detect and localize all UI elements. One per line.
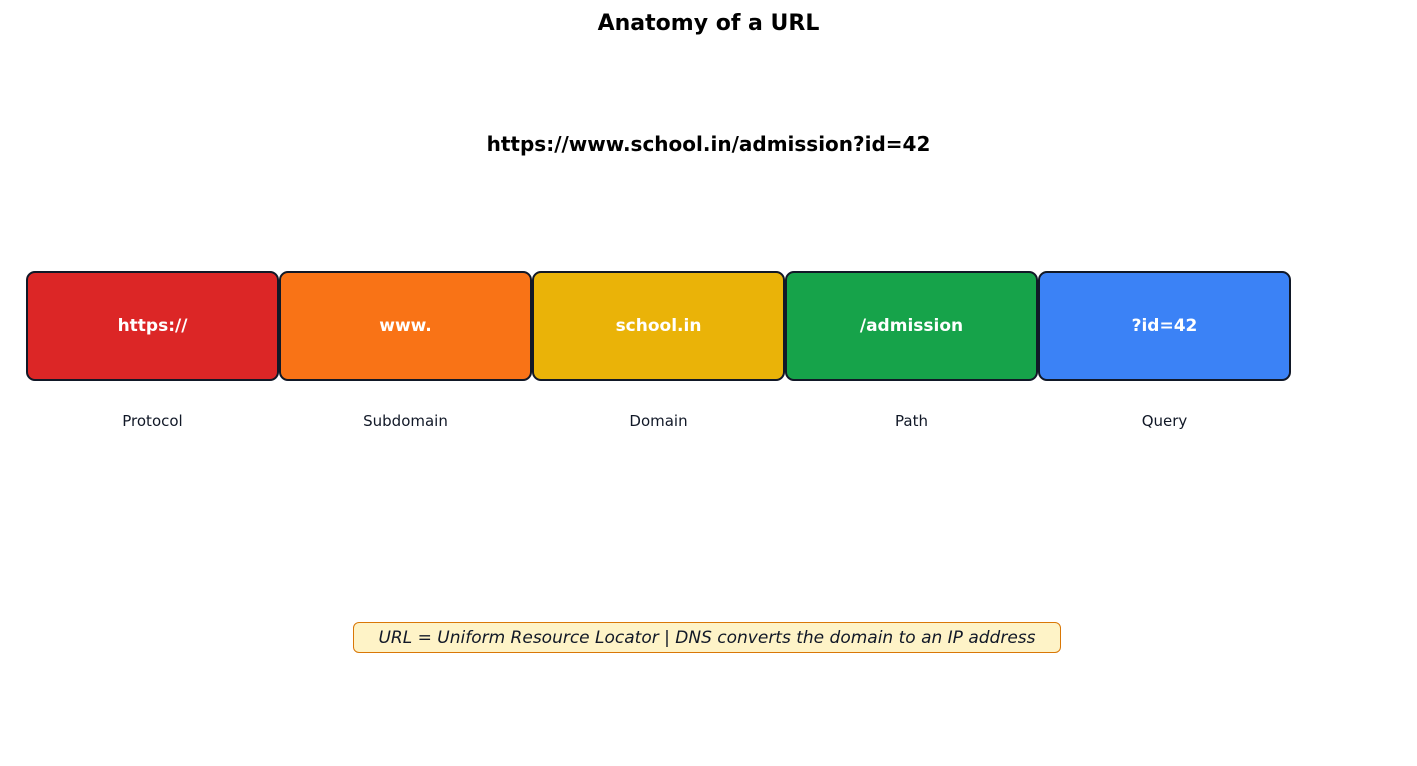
segment-path-label: Path [895,412,928,430]
full-url-text: https://www.school.in/admission?id=42 [486,132,931,156]
definition-note: URL = Uniform Resource Locator | DNS con… [353,622,1061,653]
diagram-title: Anatomy of a URL [597,11,820,36]
segment-query-label: Query [1141,412,1188,430]
segment-protocol: https:// Protocol [26,271,279,441]
segment-subdomain-box: www. [279,271,532,381]
url-segments: https:// Protocol www. Subdomain school.… [26,271,1291,441]
segment-protocol-label: Protocol [122,412,183,430]
segment-query: ?id=42 Query [1038,271,1291,441]
segment-subdomain-label: Subdomain [363,412,448,430]
segment-path-box: /admission [785,271,1038,381]
segment-subdomain: www. Subdomain [279,271,532,441]
segment-path: /admission Path [785,271,1038,441]
segment-domain-label: Domain [629,412,688,430]
segment-domain-box: school.in [532,271,785,381]
segment-query-box: ?id=42 [1038,271,1291,381]
segment-protocol-box: https:// [26,271,279,381]
segment-domain: school.in Domain [532,271,785,441]
